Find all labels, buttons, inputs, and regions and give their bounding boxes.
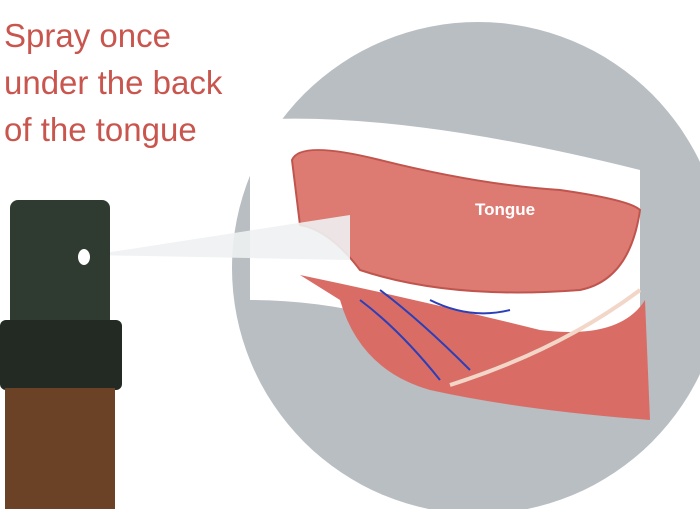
instruction-text: Spray once under the back of the tongue [4, 12, 222, 153]
frenulum [449, 288, 642, 387]
tongue [290, 149, 642, 294]
bottle-collar [0, 320, 122, 390]
spray-mist [92, 215, 350, 260]
instruction-line-3: of the tongue [4, 111, 197, 148]
spray-nozzle [10, 200, 110, 330]
nozzle-hole [78, 249, 90, 265]
tongue-label: Tongue [475, 200, 536, 219]
instruction-line-1: Spray once [4, 17, 171, 54]
veins [359, 289, 511, 381]
instruction-line-2: under the back [4, 64, 223, 101]
floor-of-mouth [300, 275, 650, 420]
bottle-body [5, 388, 115, 509]
